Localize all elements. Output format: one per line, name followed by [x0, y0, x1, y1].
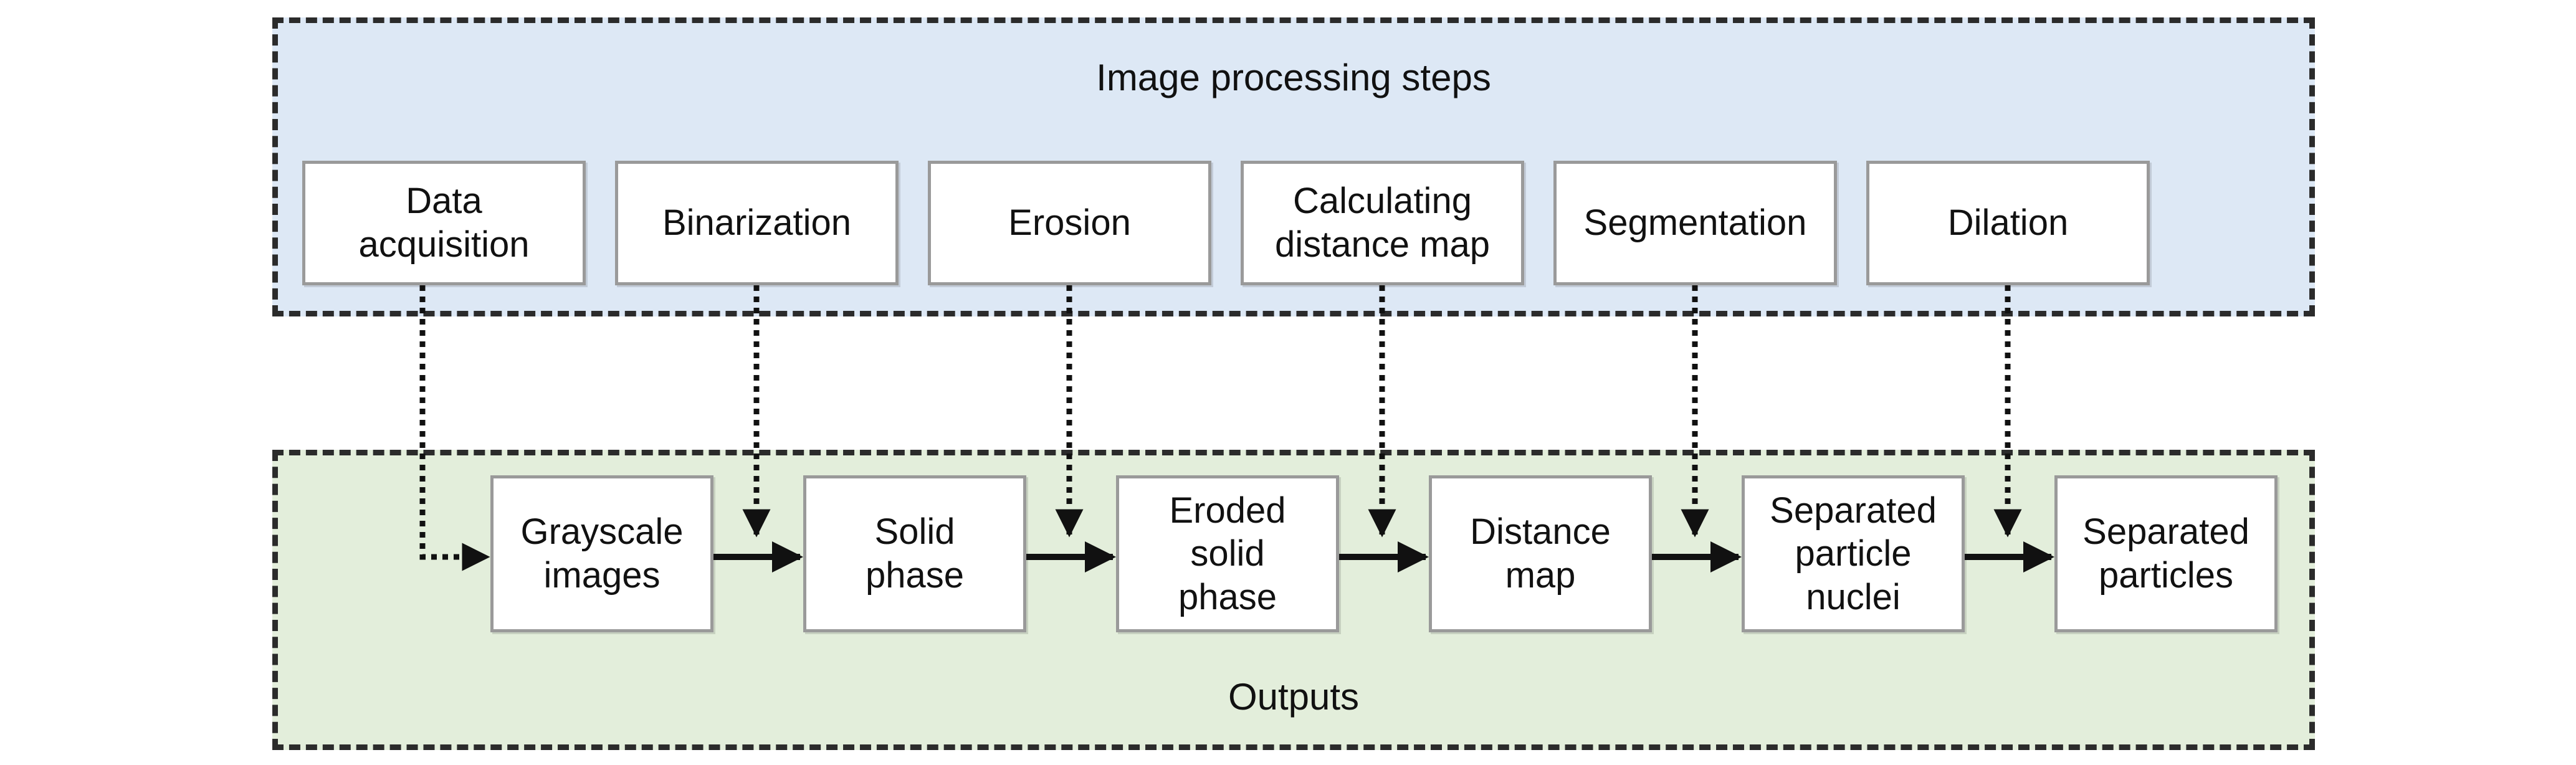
- output-eroded-solid-phase: Eroded solid phase: [1116, 475, 1339, 632]
- output-label: Distance map: [1470, 511, 1611, 596]
- output-label: Solid phase: [865, 511, 965, 596]
- output-distance-map: Distance map: [1429, 475, 1652, 632]
- output-label: Separated particle nuclei: [1770, 490, 1937, 617]
- step-calculating-distance-map: Calculating distance map: [1241, 161, 1524, 285]
- steps-panel-title: Image processing steps: [1096, 57, 1491, 98]
- output-grayscale-images: Grayscale images: [490, 475, 713, 632]
- output-separated-particle-nuclei: Separated particle nuclei: [1742, 475, 1965, 632]
- step-label: Binarization: [662, 202, 852, 244]
- output-label: Separated particles: [2082, 511, 2249, 596]
- step-label: Calculating distance map: [1275, 181, 1490, 265]
- outputs-panel-title: Outputs: [1228, 676, 1360, 718]
- step-label: Erosion: [1008, 202, 1131, 244]
- step-segmentation: Segmentation: [1553, 161, 1837, 285]
- step-binarization: Binarization: [615, 161, 899, 285]
- step-label: Segmentation: [1583, 202, 1807, 244]
- step-erosion: Erosion: [928, 161, 1211, 285]
- step-label: Dilation: [1947, 202, 2069, 244]
- step-data-acquisition: Data acquisition: [302, 161, 586, 285]
- step-dilation: Dilation: [1866, 161, 2150, 285]
- output-solid-phase: Solid phase: [803, 475, 1026, 632]
- output-label: Eroded solid phase: [1169, 490, 1286, 617]
- step-label: Data acquisition: [358, 181, 530, 265]
- output-label: Grayscale images: [520, 511, 684, 596]
- output-separated-particles: Separated particles: [2054, 475, 2278, 632]
